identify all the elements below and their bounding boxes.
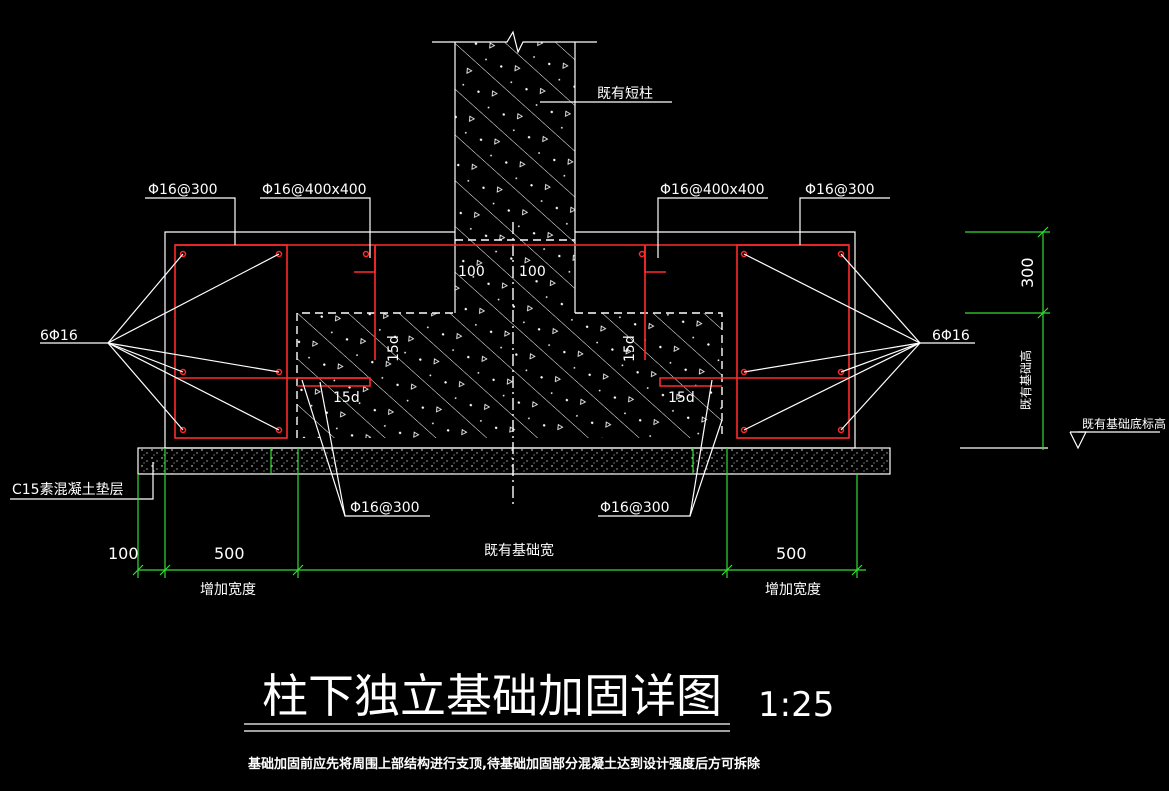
label-existing-base-width: 既有基础宽 xyxy=(484,542,554,559)
dim-500-right: 500 xyxy=(776,544,807,563)
label-existing-base-bottom: 既有基础底标高 xyxy=(1082,416,1166,431)
label-rebar-bottom-left: Φ16@300 xyxy=(350,500,420,516)
label-anchor-15d-h-right: 15d xyxy=(668,390,695,406)
label-bars-left: 6Φ16 xyxy=(40,328,78,344)
label-lap-100-right: 100 xyxy=(519,264,546,280)
label-increase-right: 增加宽度 xyxy=(765,581,821,598)
dim-500-left: 500 xyxy=(214,544,245,563)
label-rebar-top-left2: Φ16@400x400 xyxy=(262,182,367,198)
label-rebar-top-left: Φ16@300 xyxy=(148,182,218,198)
label-existing-column: 既有短柱 xyxy=(597,86,653,102)
label-rebar-bottom-right: Φ16@300 xyxy=(600,500,670,516)
label-existing-base-height: 既有基础高 xyxy=(1018,350,1033,410)
label-rebar-top-right: Φ16@300 xyxy=(805,182,875,198)
label-cushion: C15素混凝土垫层 xyxy=(12,482,124,498)
c15-cushion-layer xyxy=(137,447,891,475)
title-block: 柱下独立基础加固详图 1:25 基础加固前应先将周围上部结构进行支顶,待基础加固… xyxy=(244,669,834,772)
label-anchor-15d-v-right: 15d xyxy=(622,335,638,362)
existing-concrete xyxy=(296,30,723,508)
drawing-scale: 1:25 xyxy=(758,685,834,725)
drawing-note: 基础加固前应先将周围上部结构进行支顶,待基础加固部分混凝土达到设计强度后方可拆除 xyxy=(247,756,761,772)
dimension-texts: 100 500 500 300 xyxy=(108,257,1037,563)
dimension-lines xyxy=(132,226,1050,578)
rebar-section-dots xyxy=(179,250,845,434)
rebar-cages xyxy=(174,244,850,439)
label-anchor-15d-v-left: 15d xyxy=(386,335,402,362)
label-bars-right: 6Φ16 xyxy=(932,328,970,344)
dim-100: 100 xyxy=(108,544,139,563)
label-increase-left: 增加宽度 xyxy=(200,581,256,598)
label-lap-100-left: 100 xyxy=(458,264,485,280)
dim-300: 300 xyxy=(1018,257,1037,288)
label-anchor-15d-h-left: 15d xyxy=(333,390,360,406)
label-rebar-top-right2: Φ16@400x400 xyxy=(660,182,765,198)
drawing-title: 柱下独立基础加固详图 xyxy=(262,669,722,723)
leader-lines xyxy=(10,101,1160,517)
annotation-labels: 既有短柱 Φ16@300 Φ16@400x400 Φ16@400x400 Φ16… xyxy=(12,86,1166,598)
